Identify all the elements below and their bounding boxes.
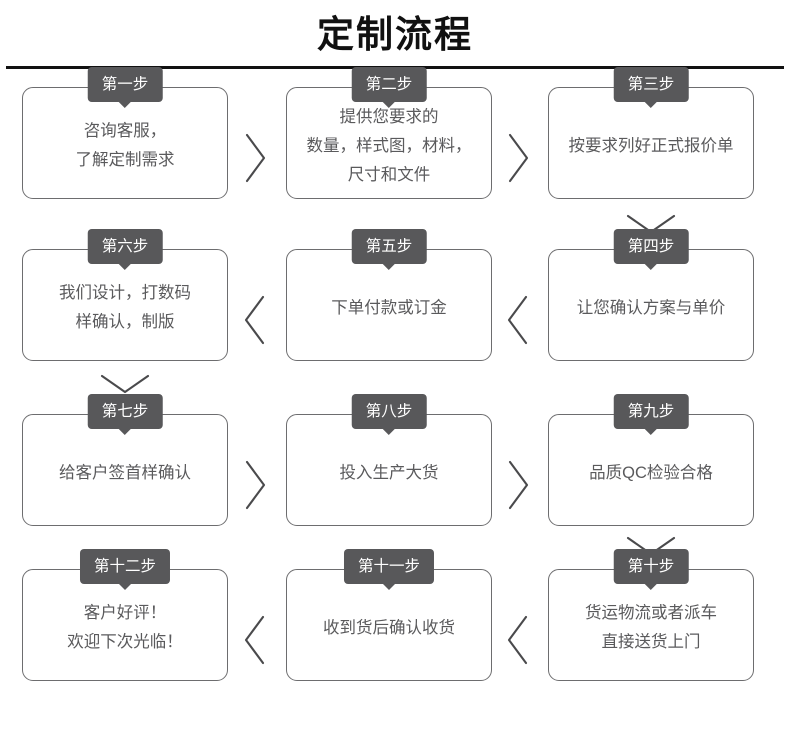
step-badge: 第八步 xyxy=(351,394,427,429)
flow-card-step-7[interactable]: 第七步 给客户签首样确认 xyxy=(22,394,228,526)
card-text-line: 收到货后确认收货 xyxy=(323,618,455,637)
flow-card-text: 咨询客服， 了解定制需求 xyxy=(23,88,227,198)
chevron-left-icon xyxy=(503,291,533,349)
flow-card-step-8[interactable]: 第八步 投入生产大货 xyxy=(286,394,492,526)
flow-card-text: 收到货后确认收货 xyxy=(287,570,491,680)
flowchart: 第一步 咨询客服， 了解定制需求 第二步 提供您要求的 数量，样式图，材料， 尺… xyxy=(0,67,790,709)
step-badge: 第九步 xyxy=(613,394,689,429)
flow-card-text: 提供您要求的 数量，样式图，材料， 尺寸和文件 xyxy=(287,88,491,198)
flow-card-text: 我们设计，打数码 样确认，制版 xyxy=(23,250,227,360)
chevron-right-icon xyxy=(240,456,270,514)
flow-card-text: 客户好评！ 欢迎下次光临！ xyxy=(23,570,227,680)
page-title: 定制流程 xyxy=(317,14,473,55)
step-badge: 第四步 xyxy=(613,229,689,264)
flow-card-text: 给客户签首样确认 xyxy=(23,415,227,525)
card-text-line: 样确认，制版 xyxy=(75,313,175,331)
flow-card-step-11[interactable]: 第十一步 收到货后确认收货 xyxy=(286,549,492,681)
step-badge: 第三步 xyxy=(613,67,689,102)
flow-card-step-5[interactable]: 第五步 下单付款或订金 xyxy=(286,229,492,361)
flow-card-step-2[interactable]: 第二步 提供您要求的 数量，样式图，材料， 尺寸和文件 xyxy=(286,67,492,199)
flow-card-text: 品质QC检验合格 xyxy=(549,415,753,525)
chevron-down-icon-row2 xyxy=(0,369,790,399)
card-text-line: 欢迎下次光临！ xyxy=(67,633,183,651)
chevron-left-icon xyxy=(503,611,533,669)
card-text-line: 下单付款或订金 xyxy=(331,298,447,317)
card-text-line: 按要求列好正式报价单 xyxy=(568,136,734,155)
step-badge: 第十一步 xyxy=(343,549,435,584)
flow-card-text: 下单付款或订金 xyxy=(287,250,491,360)
card-text-line: 投入生产大货 xyxy=(339,463,439,482)
step-badge: 第二步 xyxy=(351,67,427,102)
card-text-line: 直接送货上门 xyxy=(601,633,701,651)
card-text-line: 给客户签首样确认 xyxy=(59,463,191,482)
card-text-line: 咨询客服， xyxy=(83,122,167,140)
chevron-left-icon xyxy=(240,291,270,349)
card-text-line: 货运物流或者派车 xyxy=(585,604,717,622)
card-text-line: 我们设计，打数码 xyxy=(59,284,191,302)
flow-card-step-9[interactable]: 第九步 品质QC检验合格 xyxy=(548,394,754,526)
flow-card-text: 货运物流或者派车 直接送货上门 xyxy=(549,570,753,680)
card-text-line: 尺寸和文件 xyxy=(347,165,431,184)
flow-card-text: 按要求列好正式报价单 xyxy=(549,88,753,198)
chevron-left-icon xyxy=(240,611,270,669)
step-badge: 第七步 xyxy=(87,394,163,429)
chevron-right-icon xyxy=(503,129,533,187)
step-badge: 第一步 xyxy=(87,67,163,102)
flow-row-1: 第一步 咨询客服， 了解定制需求 第二步 提供您要求的 数量，样式图，材料， 尺… xyxy=(0,67,790,234)
flow-card-step-3[interactable]: 第三步 按要求列好正式报价单 xyxy=(548,67,754,199)
step-badge: 第五步 xyxy=(351,229,427,264)
page-header: 定制流程 xyxy=(0,0,790,69)
flow-card-step-10[interactable]: 第十步 货运物流或者派车 直接送货上门 xyxy=(548,549,754,681)
flow-row-4: 第十二步 客户好评！ 欢迎下次光临！ 第十一步 收到货后确认收货 第十步 货运物… xyxy=(0,549,790,704)
card-text-line: 客户好评！ xyxy=(83,604,167,622)
card-text-line: 提供您要求的 xyxy=(339,107,439,126)
card-text-line: 品质QC检验合格 xyxy=(589,463,713,482)
chevron-right-icon xyxy=(240,129,270,187)
flow-card-text: 投入生产大货 xyxy=(287,415,491,525)
flow-card-text: 让您确认方案与单价 xyxy=(549,250,753,360)
card-text-line: 了解定制需求 xyxy=(75,151,175,169)
chevron-right-icon xyxy=(503,456,533,514)
flow-row-2: 第六步 我们设计，打数码 样确认，制版 第五步 下单付款或订金 第四步 让您确认… xyxy=(0,229,790,394)
flow-card-step-12[interactable]: 第十二步 客户好评！ 欢迎下次光临！ xyxy=(22,549,228,681)
card-text-line: 让您确认方案与单价 xyxy=(576,298,726,317)
flow-row-3: 第七步 给客户签首样确认 第八步 投入生产大货 第九步 品质QC检验合格 xyxy=(0,394,790,556)
flow-card-step-6[interactable]: 第六步 我们设计，打数码 样确认，制版 xyxy=(22,229,228,361)
step-badge: 第十步 xyxy=(613,549,689,584)
step-badge: 第十二步 xyxy=(79,549,171,584)
flow-card-step-1[interactable]: 第一步 咨询客服， 了解定制需求 xyxy=(22,67,228,199)
flow-card-step-4[interactable]: 第四步 让您确认方案与单价 xyxy=(548,229,754,361)
card-text-line: 数量，样式图，材料， xyxy=(306,136,472,155)
step-badge: 第六步 xyxy=(87,229,163,264)
